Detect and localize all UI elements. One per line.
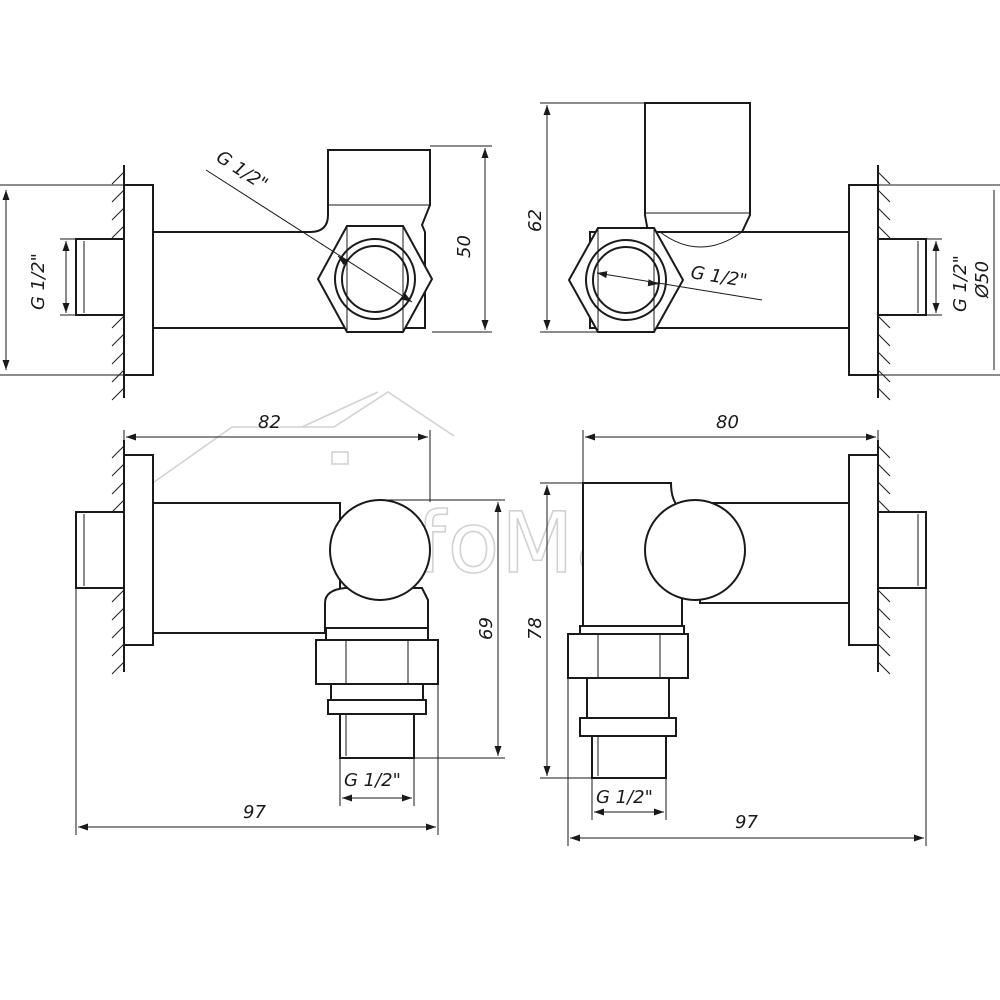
fitting-neck <box>586 677 670 719</box>
cut-off-label: Ø50 <box>972 261 993 299</box>
outlet-housing <box>324 587 429 634</box>
thread-label-bottom: G 1/2" <box>596 787 653 808</box>
width-label-97: 97 <box>243 802 266 823</box>
fitting-neck <box>330 683 424 701</box>
thread-leader <box>205 169 413 303</box>
bottom-thread <box>591 735 667 779</box>
thread-stub <box>877 238 927 316</box>
union-nut <box>567 633 689 679</box>
fitting-ring <box>327 699 427 715</box>
height-label-69: 69 <box>476 617 497 640</box>
fitting-collar <box>325 627 429 641</box>
valve-body <box>152 502 341 634</box>
thread-label-diagonal: G 1/2" <box>212 147 271 196</box>
height-label-62: 62 <box>525 209 546 232</box>
flange <box>848 184 879 376</box>
view-bottom-right: 80 78 G 1/2" 97 <box>525 412 927 846</box>
flange <box>123 184 154 376</box>
view-bottom-left: 82 69 G 1/2" 97 <box>75 412 505 835</box>
outlet-ring-inner <box>341 245 409 313</box>
thread-label-side: G 1/2" <box>28 253 49 310</box>
view-top-left: G 1/2" G 1/2" 50 <box>0 145 492 401</box>
handle-knob <box>329 499 431 601</box>
flange <box>123 454 154 646</box>
outlet-ring-outer <box>585 239 667 321</box>
fitting-collar <box>579 625 685 635</box>
height-label-50: 50 <box>454 235 475 258</box>
width-label-97: 97 <box>735 812 758 833</box>
view-top-right: G 1/2" 62 G 1/2" Ø50 <box>525 102 1000 401</box>
width-label-82: 82 <box>258 412 281 433</box>
handle-knob <box>644 499 746 601</box>
thread-leader <box>596 271 763 301</box>
outlet-ring-outer <box>334 238 416 320</box>
union-nut <box>315 639 439 685</box>
thread-stub <box>75 238 125 316</box>
fitting-ring <box>579 717 677 737</box>
thread-label-side: G 1/2" <box>950 255 971 312</box>
width-label-80: 80 <box>716 412 739 433</box>
bottom-thread <box>339 713 415 759</box>
height-label-78: 78 <box>525 617 546 640</box>
thread-stub <box>75 511 125 589</box>
flange <box>848 454 879 646</box>
thread-stub <box>877 511 927 589</box>
outlet-ring-inner <box>592 246 660 314</box>
thread-label-bottom: G 1/2" <box>344 770 401 791</box>
